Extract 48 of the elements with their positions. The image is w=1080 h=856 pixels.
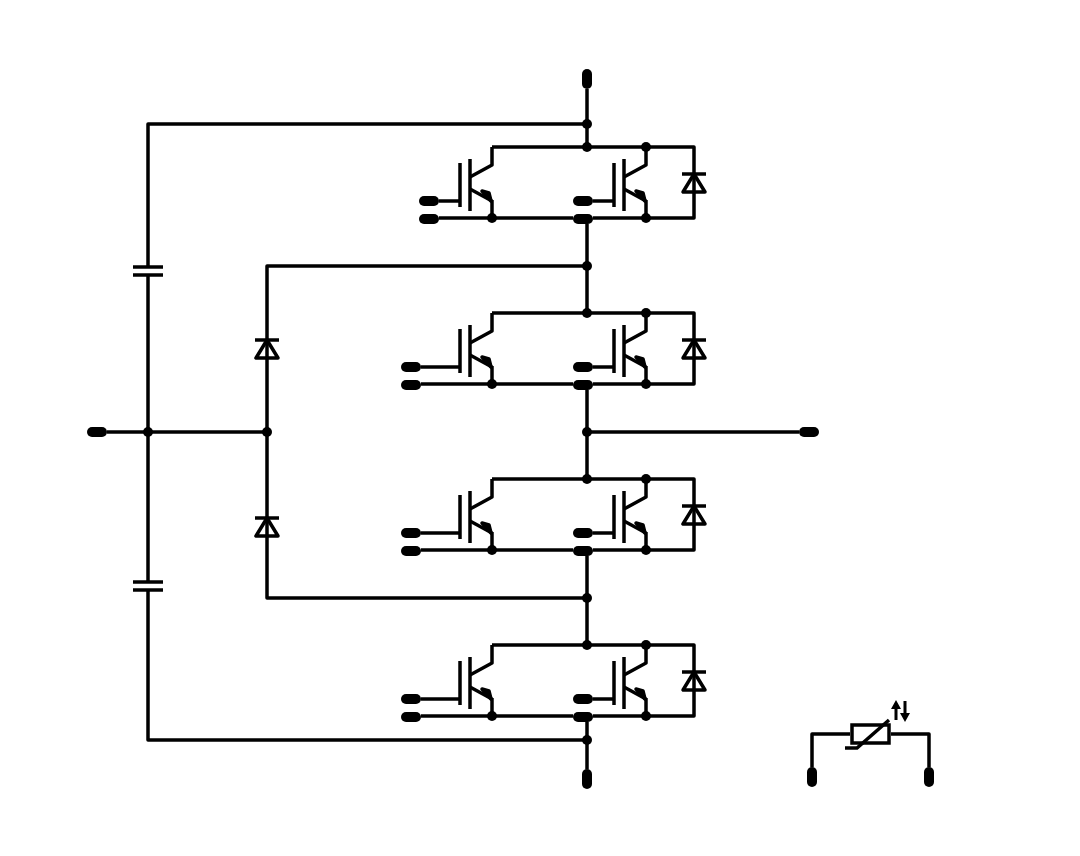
terminal-pin — [419, 214, 439, 224]
terminal-pin — [573, 712, 593, 722]
terminal-pin — [573, 694, 593, 704]
wire — [421, 714, 573, 718]
wire — [421, 548, 573, 552]
wire — [421, 531, 460, 535]
terminal-pin — [573, 214, 593, 224]
wire — [421, 697, 460, 701]
terminal-pin — [573, 528, 593, 538]
wire — [593, 697, 614, 701]
terminal-pin — [401, 712, 421, 722]
terminal-pin — [573, 380, 593, 390]
wire — [439, 199, 460, 203]
wire — [582, 556, 592, 650]
terminal-pin — [573, 546, 593, 556]
wire — [810, 732, 850, 767]
wire — [585, 722, 589, 769]
wire — [593, 711, 651, 721]
terminal-pin — [419, 196, 439, 206]
wire — [593, 199, 614, 203]
wire — [582, 224, 592, 318]
terminal-pin — [582, 769, 592, 789]
wire — [593, 531, 614, 535]
terminal-pin — [924, 767, 934, 787]
terminal-pin — [401, 380, 421, 390]
wire — [439, 216, 573, 220]
wire — [593, 365, 614, 369]
wire — [421, 382, 573, 386]
thermistor-symbol — [842, 717, 892, 751]
wire — [582, 390, 592, 484]
terminal-pin — [401, 546, 421, 556]
terminal-pin — [573, 196, 593, 206]
terminal-pin — [401, 362, 421, 372]
wire — [593, 545, 651, 555]
wire — [582, 89, 592, 129]
wire — [107, 427, 153, 437]
terminal-pin — [401, 694, 421, 704]
terminal-pin — [807, 767, 817, 787]
terminal-pin — [401, 528, 421, 538]
wire — [891, 732, 931, 767]
wire — [421, 365, 460, 369]
terminal-pin — [87, 427, 107, 437]
wire — [593, 379, 651, 389]
wire — [582, 427, 799, 437]
terminal-pin — [582, 69, 592, 89]
wire — [593, 213, 651, 223]
terminal-pin — [799, 427, 819, 437]
terminal-pin — [573, 362, 593, 372]
